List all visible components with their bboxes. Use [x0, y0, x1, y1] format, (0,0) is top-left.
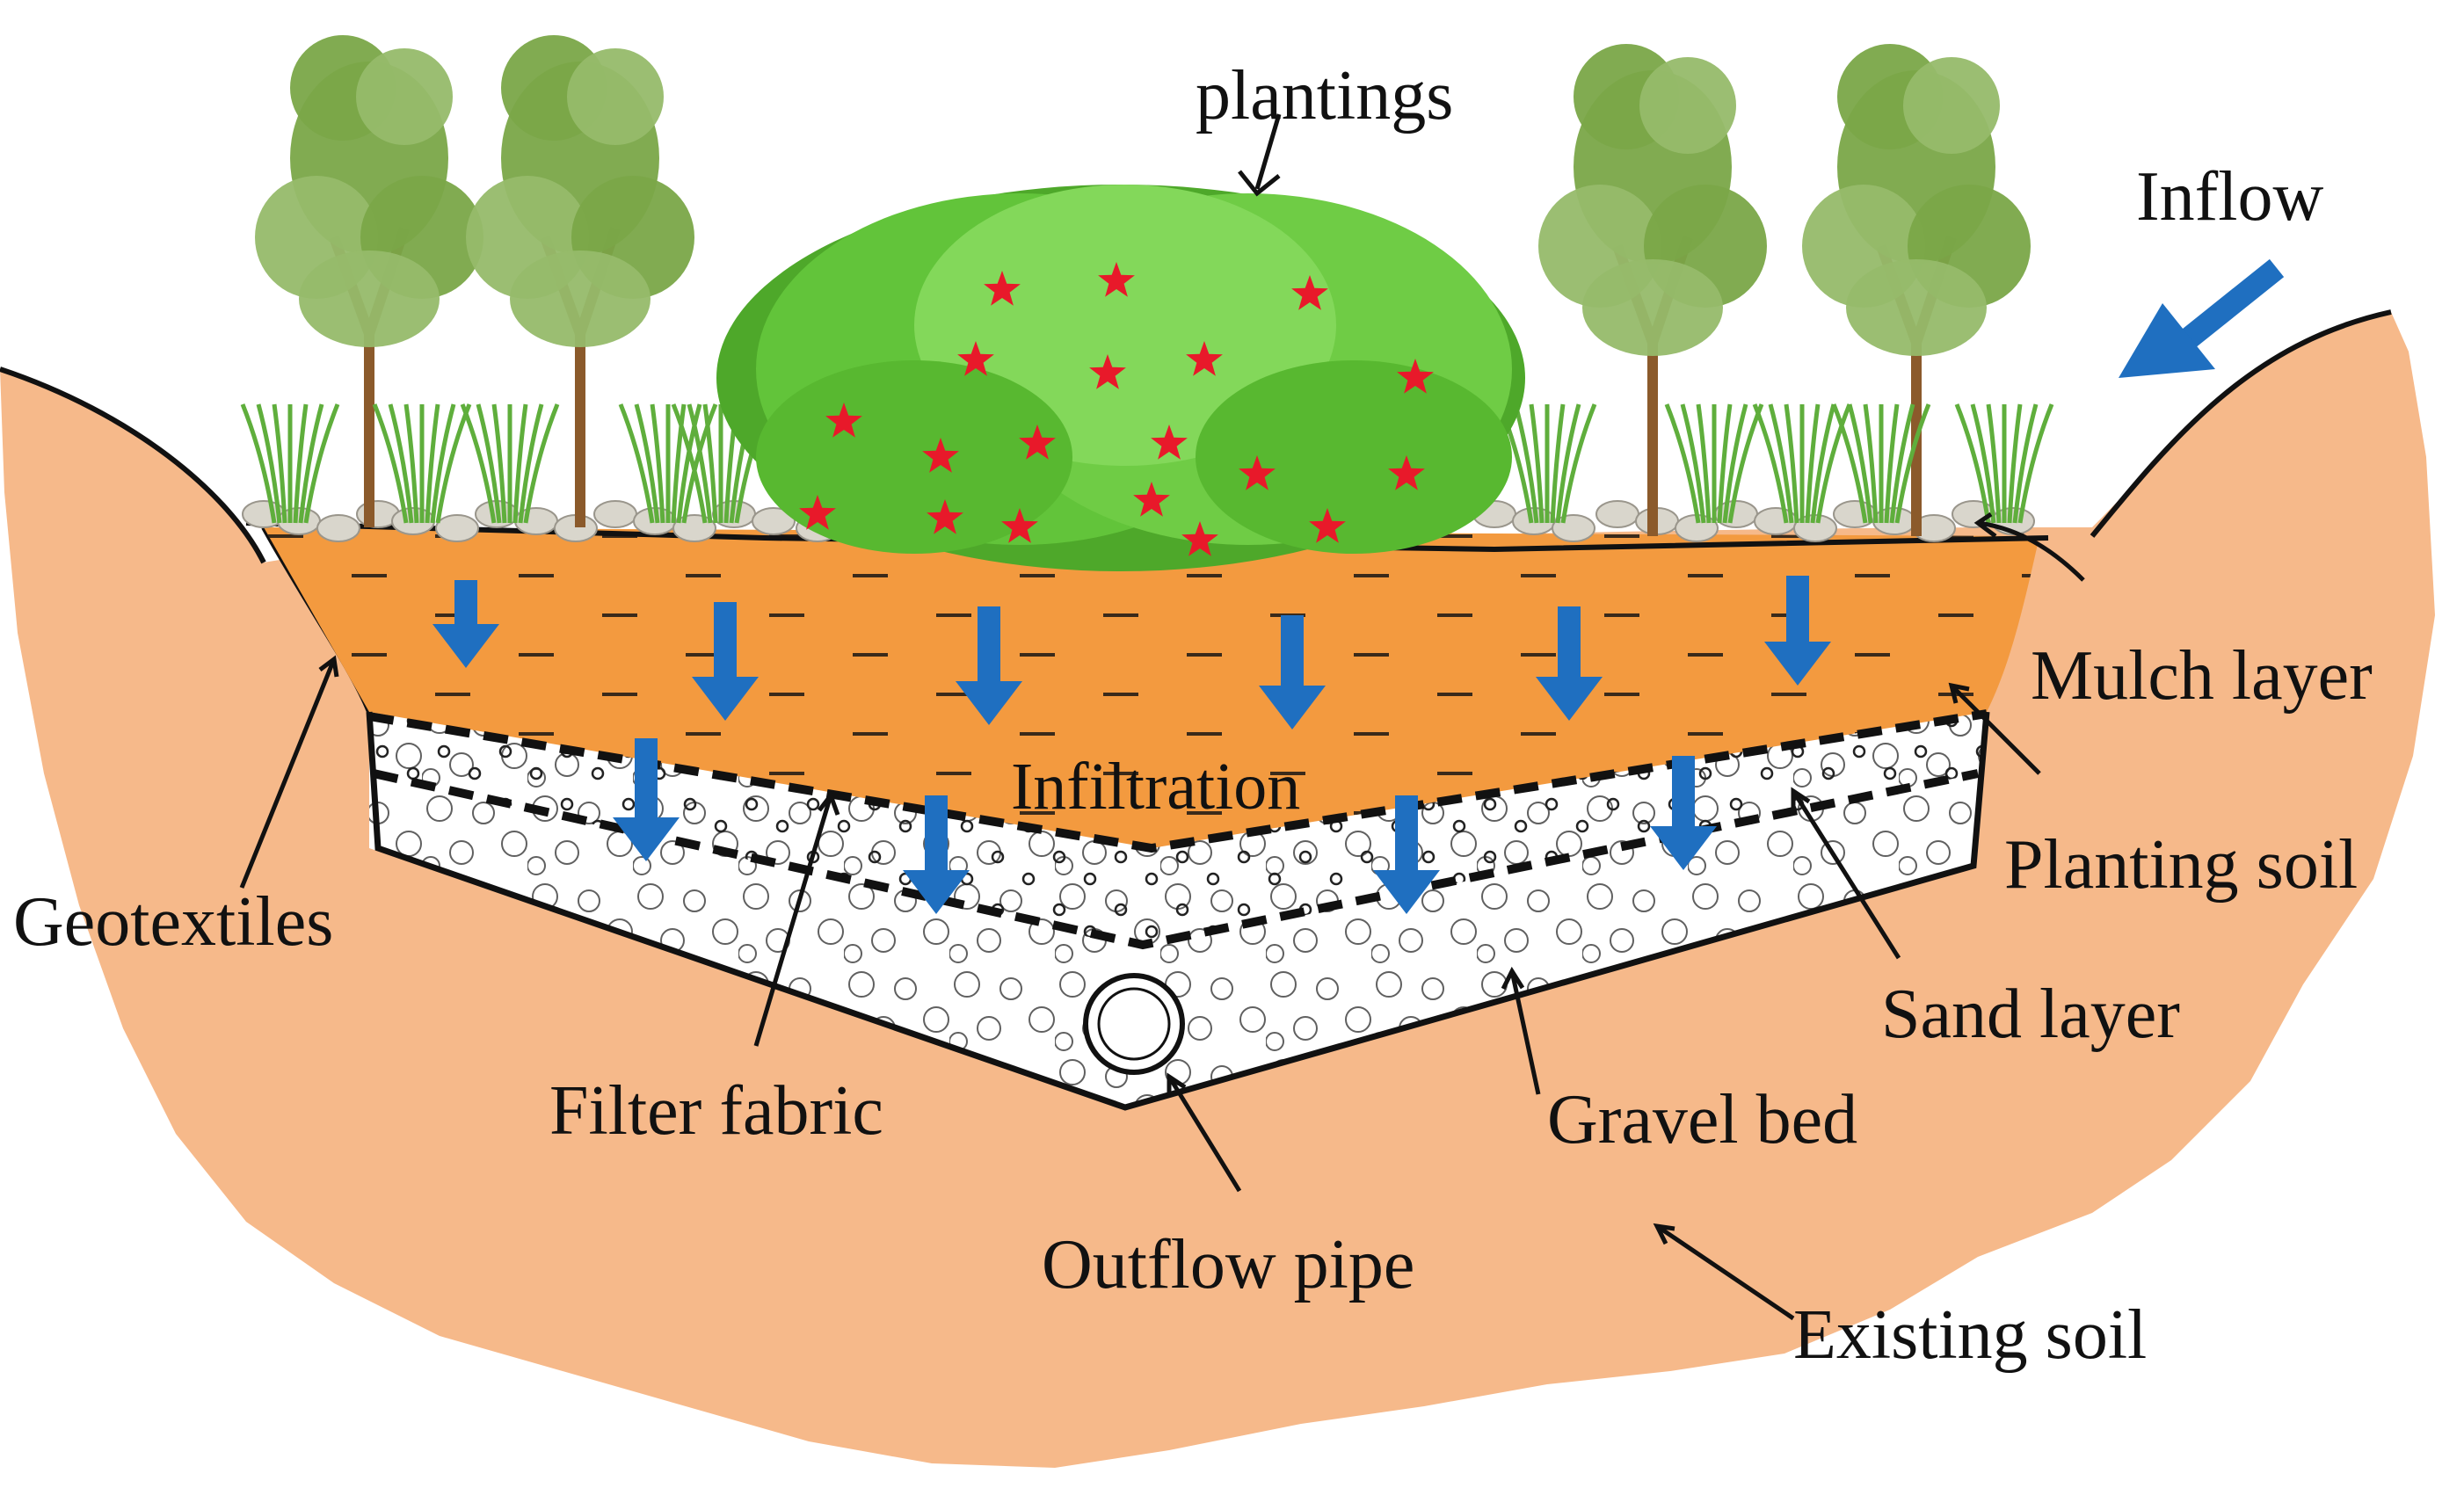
label-plantings: plantings	[1196, 57, 1453, 134]
grass-icon	[460, 403, 560, 524]
pebble-icon	[435, 514, 479, 542]
flower-icon	[922, 438, 959, 473]
water-arrow-icon	[692, 602, 759, 721]
flower-icon	[1098, 262, 1135, 297]
flower-icon	[1181, 521, 1218, 556]
flower-icon	[1151, 425, 1188, 460]
flower-icon	[957, 341, 994, 376]
water-arrow-icon	[1536, 606, 1603, 721]
grass-icon	[1752, 403, 1852, 524]
label-planting-soil: Planting soil	[2004, 826, 2358, 904]
flower-icon	[1186, 341, 1223, 376]
flower-icon	[927, 499, 963, 534]
flower-icon	[1239, 455, 1276, 490]
water-arrow-icon	[956, 606, 1022, 725]
leader-lines	[239, 113, 2085, 1321]
flower-icon	[984, 271, 1021, 306]
trees	[255, 35, 2031, 536]
water-arrow-icon	[1650, 756, 1717, 870]
infiltration-arrows	[432, 576, 1831, 914]
water-arrow-icon	[432, 580, 499, 668]
flower-icon	[1001, 508, 1038, 543]
label-gravel-bed: Gravel bed	[1547, 1081, 1857, 1158]
tree-icon	[1802, 44, 2031, 536]
pebble-icon	[316, 514, 360, 542]
water-arrow-icon	[903, 795, 970, 914]
flowers	[799, 262, 1434, 556]
pebble-icon	[593, 500, 637, 528]
grass-icon	[1831, 403, 1931, 524]
tree-icon	[255, 35, 483, 527]
water-arrow-icon	[1259, 615, 1326, 729]
flower-icon	[825, 403, 862, 438]
flower-icon	[1019, 425, 1056, 460]
label-existing-soil: Existing soil	[1793, 1296, 2147, 1374]
flower-icon	[799, 495, 836, 530]
label-inflow: Inflow	[2136, 158, 2324, 236]
label-geotextiles: Geotextiles	[13, 883, 333, 961]
shrub-icon	[716, 185, 1525, 571]
flower-icon	[1133, 482, 1170, 517]
tree-icon	[1538, 44, 1767, 536]
flower-icon	[1388, 455, 1425, 490]
pebble-icon	[1595, 500, 1639, 528]
inflow-arrow-icon	[2119, 258, 2285, 378]
label-mulch-layer: Mulch layer	[2031, 637, 2373, 715]
label-outflow-pipe: Outflow pipe	[1042, 1226, 1414, 1303]
grass-clumps	[240, 403, 2054, 524]
label-sand-layer: Sand layer	[1881, 976, 2180, 1053]
grass-icon	[618, 403, 718, 524]
grass-icon	[1497, 403, 1597, 524]
filter-fabric-line	[368, 709, 1988, 853]
grass-icon	[240, 403, 340, 524]
water-arrow-icon	[1373, 795, 1440, 914]
label-filter-fabric: Filter fabric	[549, 1072, 883, 1150]
flower-icon	[1291, 275, 1328, 310]
flower-icon	[1089, 354, 1126, 389]
water-arrow-icon	[1764, 576, 1831, 686]
grass-icon	[1954, 403, 2054, 524]
water-arrow-icon	[613, 738, 680, 861]
tree-icon	[466, 35, 694, 527]
label-infiltration: Infiltration	[1011, 750, 1300, 824]
pipe-icon	[1083, 973, 1185, 1075]
flower-icon	[1309, 508, 1346, 543]
flower-icon	[1397, 359, 1434, 394]
pebble-icon	[752, 507, 796, 535]
